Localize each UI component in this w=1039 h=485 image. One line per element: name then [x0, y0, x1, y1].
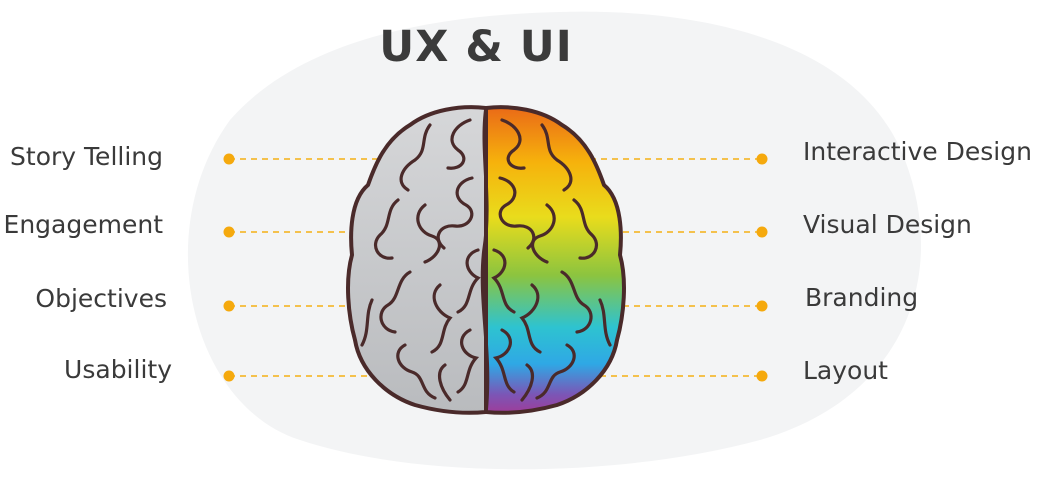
label-layout: Layout [803, 356, 888, 385]
label-visual-design: Visual Design [803, 210, 972, 239]
label-engagement: Engagement [3, 210, 163, 239]
label-branding: Branding [805, 283, 919, 312]
connector-dot-left [223, 226, 235, 238]
connector-dot-right [756, 300, 768, 312]
label-objectives: Objectives [35, 284, 167, 313]
label-interactive-design: Interactive Design [803, 137, 1032, 166]
label-story-telling: Story Telling [10, 142, 163, 171]
diagram-title: UX & UI [379, 22, 573, 72]
connector-dot-left [223, 300, 235, 312]
brain-midline [480, 107, 490, 413]
connector-dot-right [756, 153, 768, 165]
brain-right-hemisphere [486, 105, 626, 415]
label-usability: Usability [64, 355, 172, 384]
brain-left-hemisphere [346, 105, 486, 415]
brain-icon [346, 105, 626, 415]
connector-dot-left [223, 153, 235, 165]
connector-dot-right [756, 226, 768, 238]
connector-dot-right [756, 370, 768, 382]
connector-dot-left [223, 370, 235, 382]
